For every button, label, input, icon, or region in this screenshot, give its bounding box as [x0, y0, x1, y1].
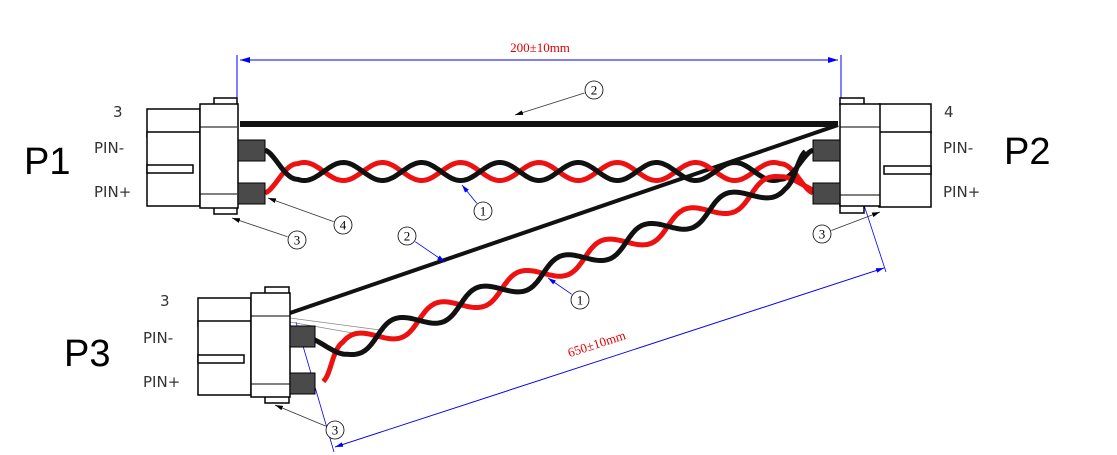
balloon-3: 3: [274, 404, 345, 440]
balloon-circle: [473, 201, 493, 221]
wire-p2-p3-black: [289, 123, 839, 315]
balloon-leader: [231, 217, 288, 238]
balloon-leader: [274, 404, 326, 427]
dimension-200: 200±10mm: [236, 40, 842, 128]
balloon-2: 2: [397, 226, 446, 263]
balloon-leader: [415, 241, 446, 263]
balloon-1: 1: [547, 277, 590, 310]
balloon-number: 3: [294, 233, 301, 248]
balloon-leader: [831, 211, 881, 231]
balloon-leader: [267, 197, 334, 222]
connector-p1: 3 PIN- PIN+ P1: [24, 97, 266, 215]
p3-count: 3: [160, 292, 170, 310]
p2-count: 4: [944, 103, 954, 121]
balloon-number: 1: [480, 204, 487, 219]
twisted-pair-p3-p2-red: [321, 174, 821, 384]
p3-pin-plus-housing: [289, 372, 316, 395]
balloon-number: 3: [332, 423, 339, 438]
p1-pin-plus-housing: [237, 182, 266, 205]
p3-pin-minus-housing: [289, 325, 316, 348]
p1-label: P1: [24, 141, 70, 183]
balloon-circle: [333, 215, 353, 235]
balloon-number: 2: [591, 83, 598, 98]
balloon-circle: [570, 290, 590, 310]
balloon-leader: [514, 92, 585, 116]
dimension-200-label: 200±10mm: [510, 40, 570, 55]
connector-p2: 4 PIN- PIN+ P2: [812, 97, 1050, 214]
balloon-2: 2: [514, 80, 604, 116]
p1-count: 3: [113, 103, 123, 121]
balloon-1: 1: [461, 184, 493, 221]
p2-label: P2: [1004, 131, 1050, 173]
balloon-number: 4: [340, 218, 347, 233]
item-balloons: 2 1 4 3 2 1 3 3: [231, 80, 881, 440]
balloon-circle: [584, 80, 604, 100]
twisted-pair-p1-p2-black: [263, 147, 815, 184]
balloon-circle: [287, 230, 307, 250]
p1-pin-plus-label: PIN+: [94, 183, 131, 201]
p1-pin-minus-housing: [237, 139, 266, 162]
balloon-3: 3: [812, 211, 881, 244]
twisted-pair-p3-p2-black: [306, 149, 808, 357]
twisted-pair-p1-p2-red: [263, 159, 815, 196]
balloon-number: 3: [819, 227, 826, 242]
dimension-650: 650±10mm: [295, 137, 887, 453]
p2-pin-minus-label: PIN-: [943, 139, 973, 157]
balloon-leader: [547, 277, 572, 295]
p2-pin-minus-housing: [812, 139, 841, 162]
twisted-pairs: [263, 147, 821, 384]
p3-pin-plus-label: PIN+: [143, 373, 180, 391]
balloon-3: 3: [231, 217, 307, 250]
balloon-number: 2: [404, 229, 411, 244]
dimension-650-label: 650±10mm: [566, 327, 628, 360]
p3-label: P3: [64, 333, 110, 375]
balloon-number: 1: [577, 293, 584, 308]
connector-p3: 3 PIN- PIN+ P3: [64, 286, 316, 404]
balloon-leader: [461, 184, 478, 204]
p3-pin-minus-label: PIN-: [143, 329, 173, 347]
balloon-circle: [325, 420, 345, 440]
p2-pin-plus-housing: [812, 182, 841, 205]
balloon-circle: [812, 224, 832, 244]
balloon-circle: [397, 226, 417, 246]
p2-pin-plus-label: PIN+: [943, 183, 980, 201]
p1-pin-minus-label: PIN-: [94, 139, 124, 157]
balloon-4: 4: [267, 197, 353, 235]
